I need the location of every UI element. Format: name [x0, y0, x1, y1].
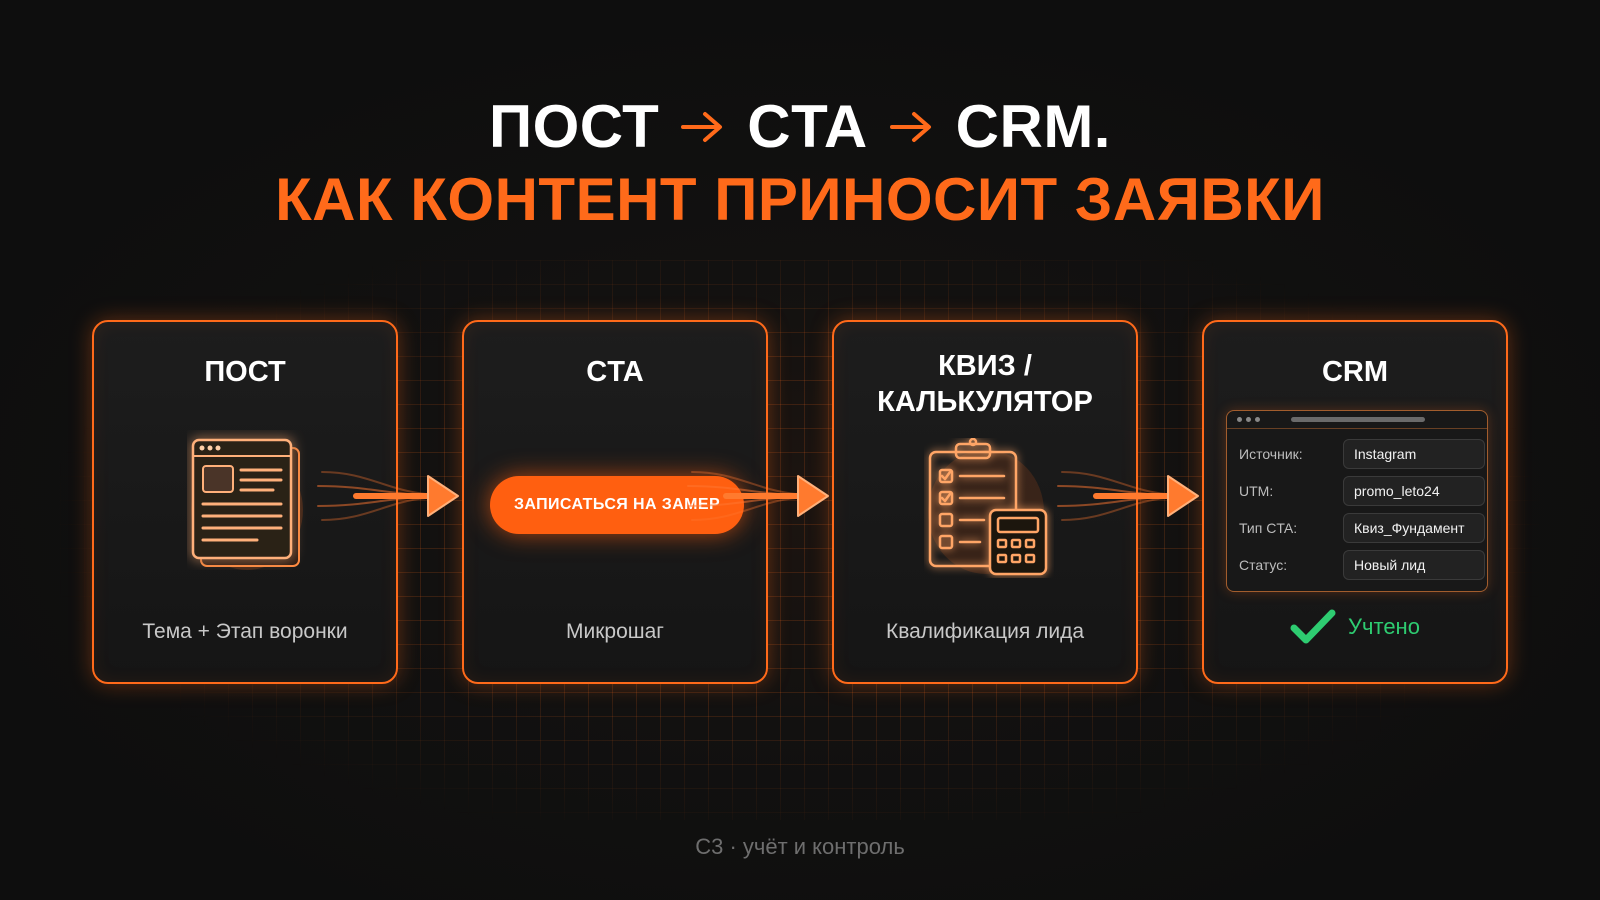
step-caption: Квалификация лида — [885, 620, 1085, 643]
window-dot — [1255, 417, 1260, 422]
field-label: Статус: — [1239, 557, 1288, 573]
window-dot — [1246, 417, 1251, 422]
step-card-cta: CTA ЗАПИСАТЬСЯ НА ЗАМЕР Микрошаг — [462, 320, 768, 684]
title-word-post: ПОСТ — [489, 93, 660, 160]
title-word-cta: CTA — [747, 93, 868, 160]
step-title: КВИЗ / КАЛЬКУЛЯТОР — [834, 348, 1136, 420]
step-title-line: КВИЗ / — [938, 350, 1032, 382]
flow-arrow-icon — [317, 471, 459, 521]
title-line-1: ПОСТ CTA CRM. — [0, 92, 1600, 161]
field-value[interactable]: Квиз_Фундамент — [1343, 513, 1485, 543]
step-caption: Тема + Этап воронки — [142, 620, 348, 643]
status-recorded: Учтено — [1204, 608, 1506, 646]
field-label: UTM: — [1239, 483, 1274, 499]
crm-field-status: Статус: Новый лид — [1239, 550, 1485, 580]
arrow-right-icon — [681, 111, 723, 142]
field-value[interactable]: Новый лид — [1343, 550, 1485, 580]
flow-arrow-icon — [687, 471, 829, 521]
crm-field-utm: UTM: promo_leto24 — [1239, 476, 1485, 506]
address-bar — [1291, 417, 1425, 422]
checkmark-icon — [1290, 609, 1336, 644]
flow-arrow-icon — [1057, 471, 1199, 521]
step-title: ПОСТ — [204, 356, 286, 388]
step-card-post: ПОСТ Тема + Этап воронки — [92, 320, 398, 684]
title-line-2: КАК КОНТЕНТ ПРИНОСИТ ЗАЯВКИ — [275, 166, 1325, 233]
document-icon — [191, 438, 303, 570]
status-text: Учтено — [1348, 614, 1420, 639]
window-dot — [1237, 417, 1242, 422]
step-card-quiz: КВИЗ / КАЛЬКУЛЯТОР — [832, 320, 1138, 684]
crm-field-cta-type: Тип CTA: Квиз_Фундамент — [1239, 513, 1485, 543]
footer-note: С3 · учёт и контроль — [695, 834, 905, 859]
window-titlebar — [1227, 411, 1487, 429]
checklist-calculator-icon — [928, 438, 1048, 576]
step-title-line: КАЛЬКУЛЯТОР — [877, 386, 1093, 418]
step-title: CRM — [1321, 356, 1389, 388]
arrow-right-icon — [889, 111, 931, 142]
field-label: Источник: — [1239, 446, 1303, 462]
field-value[interactable]: Instagram — [1343, 439, 1485, 469]
field-label: Тип CTA: — [1239, 520, 1298, 536]
step-title: CTA — [586, 356, 644, 388]
crm-field-source: Источник: Instagram — [1239, 439, 1485, 469]
step-card-crm: CRM Источник: Instagram UTM: promo_leto2… — [1202, 320, 1508, 684]
title-word-crm: CRM. — [955, 93, 1111, 160]
crm-record-window: Источник: Instagram UTM: promo_leto24 Ти… — [1226, 410, 1488, 592]
step-caption: Микрошаг — [566, 620, 664, 643]
field-value[interactable]: promo_leto24 — [1343, 476, 1485, 506]
